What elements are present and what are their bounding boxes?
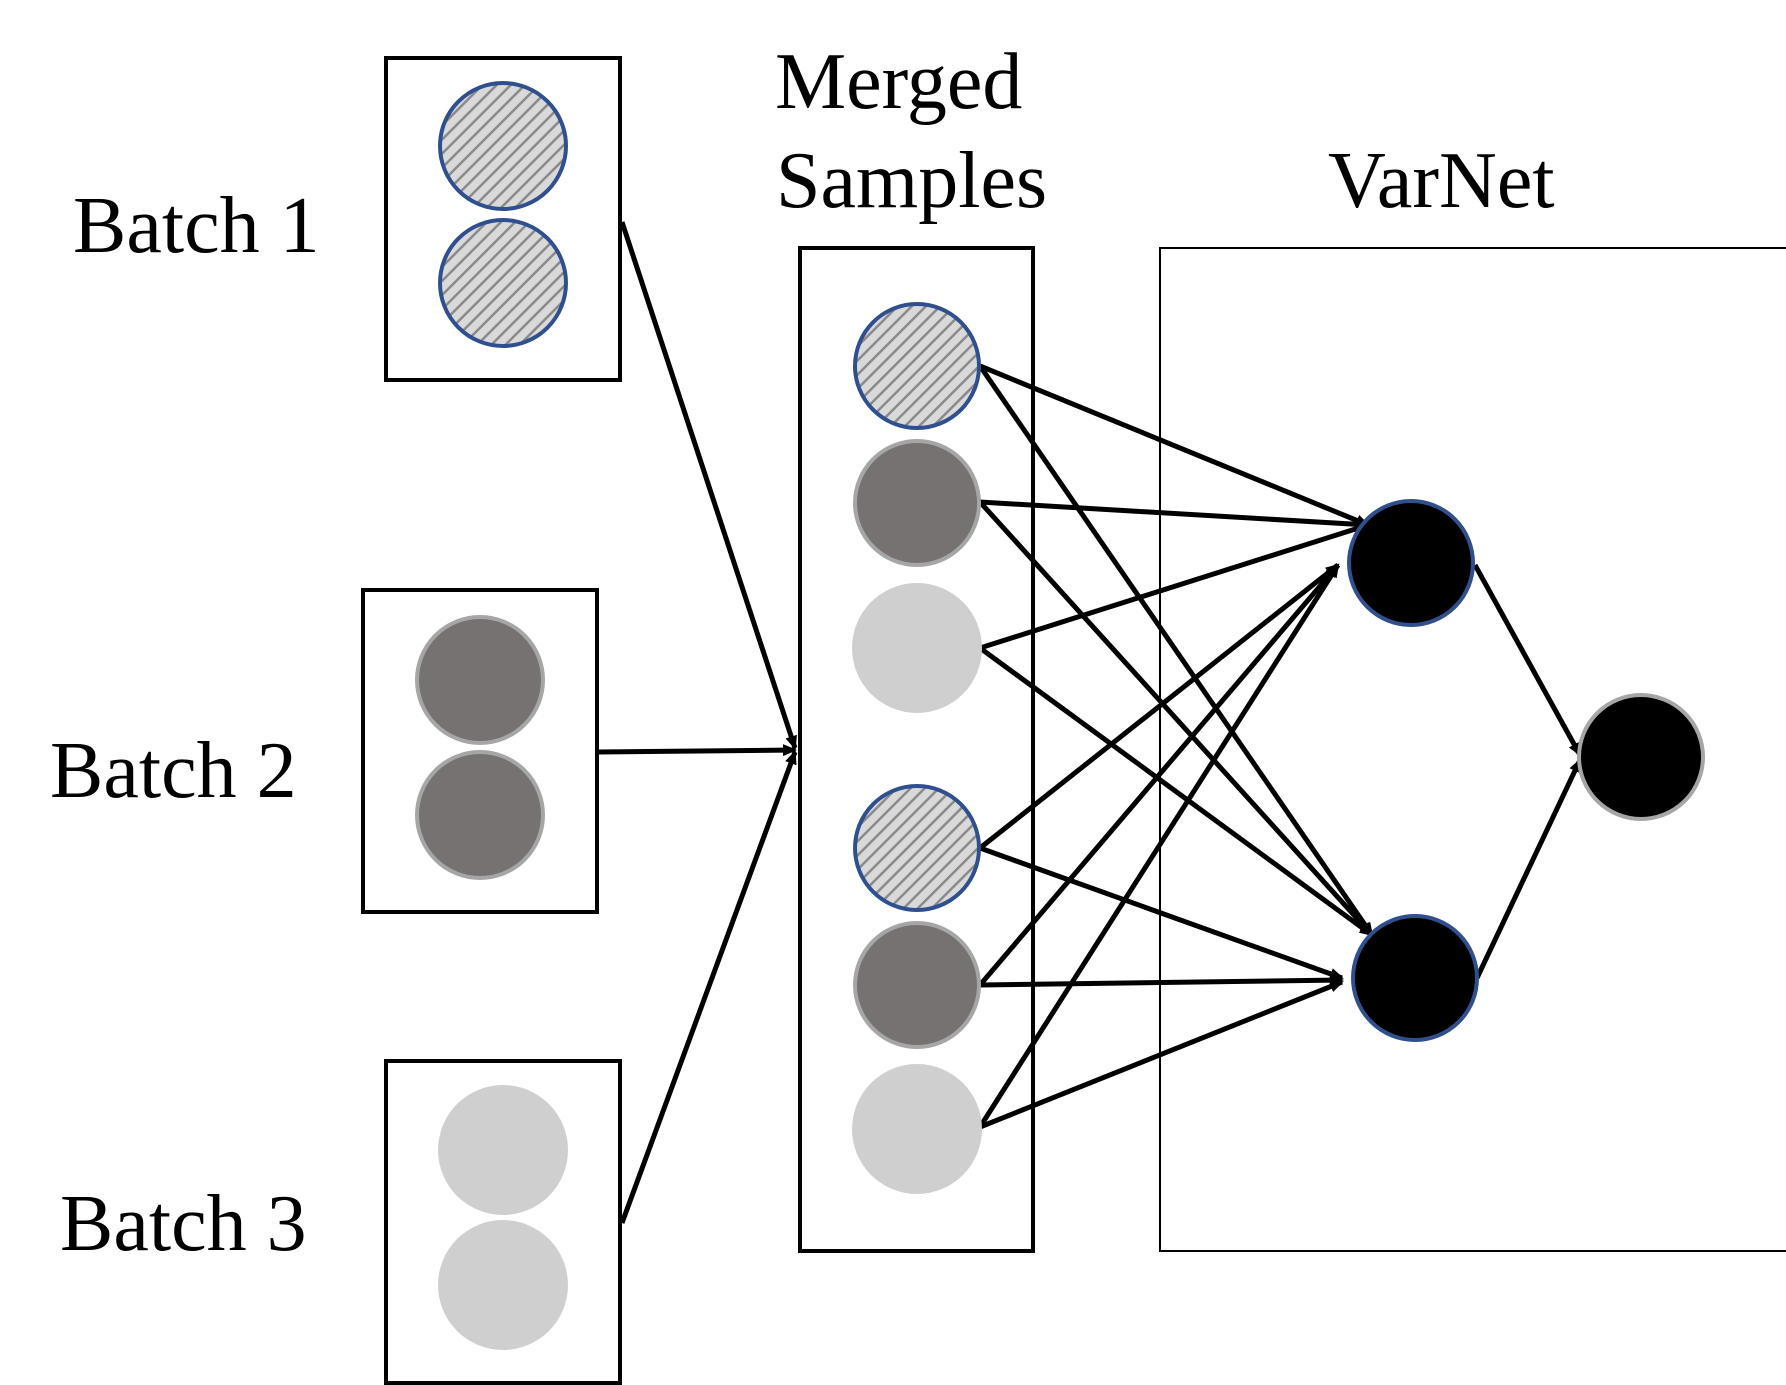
input-5-to-hidden-1 [978, 563, 1340, 987]
batch-2-sample-2 [415, 750, 545, 880]
input-2-to-hidden-2 [978, 500, 1374, 937]
input-1-to-hidden-2 [977, 364, 1375, 937]
batch-2-label: Batch 2 [50, 727, 297, 815]
input-3-to-hidden-1 [979, 522, 1370, 651]
batch-1-sample-1 [438, 81, 568, 211]
input-4-to-hidden-2 [979, 845, 1344, 981]
input-1-to-hidden-1 [979, 363, 1370, 528]
hidden-2-to-output [1474, 758, 1583, 980]
merged-sample-6 [852, 1064, 982, 1194]
merged-sample-4 [853, 784, 981, 912]
batch-3-sample-2 [438, 1220, 568, 1350]
batch-1-sample-2 [438, 218, 568, 348]
batch-3-label: Batch 3 [60, 1180, 307, 1268]
hidden-neuron-1 [1347, 499, 1475, 627]
batch-2-sample-1 [415, 615, 545, 745]
hidden-neuron-2 [1351, 914, 1479, 1042]
batch-1-label: Batch 1 [73, 182, 320, 270]
input-5-to-hidden-2 [979, 974, 1344, 988]
input-2-to-hidden-1 [979, 499, 1370, 531]
merged-sample-3 [852, 583, 982, 713]
input-6-to-hidden-1 [977, 563, 1341, 1129]
hidden-1-to-output [1472, 563, 1583, 757]
merged-samples-label-line2: Samples [776, 137, 1047, 225]
input-4-to-hidden-1 [978, 563, 1340, 850]
merged-sample-1 [853, 302, 981, 430]
input-6-to-hidden-2 [979, 979, 1344, 1130]
batch-3-sample-1 [438, 1085, 568, 1215]
merged-samples-label-line1: Merged [775, 38, 1022, 126]
batch-2-to-merged-arrow [598, 744, 797, 757]
batch-1-to-merged-arrow [619, 221, 798, 750]
batch-3-to-merged-arrow [619, 750, 798, 1224]
input-3-to-hidden-2 [978, 645, 1374, 938]
merged-sample-2 [853, 439, 981, 567]
output-neuron [1577, 693, 1705, 821]
varnet-label: VarNet [1328, 137, 1555, 225]
merged-sample-5 [853, 921, 981, 1049]
